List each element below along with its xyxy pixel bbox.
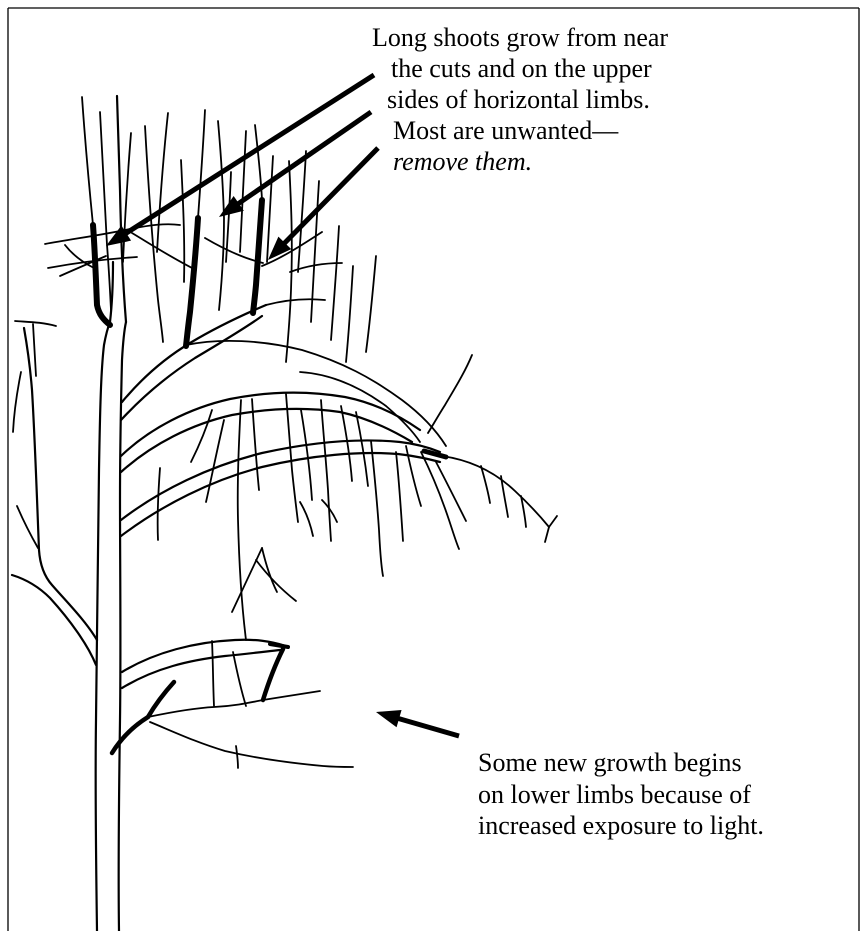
twig (286, 394, 298, 522)
twig (396, 452, 403, 541)
twig (13, 372, 21, 432)
limb-outline (122, 650, 280, 688)
twig (238, 400, 246, 640)
twig (212, 641, 214, 706)
twig (240, 131, 246, 252)
twig (266, 299, 325, 305)
twig (267, 156, 273, 262)
twig (205, 238, 263, 263)
twig (226, 172, 231, 262)
limb-outline (122, 305, 266, 402)
twig (406, 446, 421, 506)
arrow-shaft (125, 75, 374, 234)
tree-twigs (13, 97, 557, 768)
twig (311, 181, 319, 322)
unwanted-shoots (93, 200, 262, 346)
limb-outline (270, 644, 288, 647)
twig (82, 97, 93, 225)
twig (300, 502, 313, 536)
twig (158, 468, 160, 540)
limb-outline (122, 640, 286, 672)
trunk-outline (96, 322, 110, 931)
twig (60, 256, 106, 276)
twig (100, 112, 111, 310)
twig (198, 110, 205, 218)
twig (371, 441, 383, 576)
limb-outline (121, 453, 440, 536)
callout-arrow (268, 148, 378, 260)
twig (252, 399, 259, 490)
twig (145, 126, 163, 342)
twig (331, 226, 339, 340)
limb-outline (121, 440, 440, 520)
callout-arrows (106, 75, 459, 736)
twig (366, 256, 376, 352)
twig (442, 456, 549, 527)
frame (8, 8, 859, 931)
trunk-outline (119, 322, 126, 931)
arrow-head (106, 226, 131, 246)
trunk-outline (117, 96, 126, 322)
tree-trunk (96, 96, 126, 931)
twig (148, 691, 320, 717)
twig (157, 113, 168, 252)
twig (321, 400, 331, 541)
twig (15, 321, 56, 326)
twig (356, 412, 368, 486)
twig (191, 410, 212, 462)
twig (341, 406, 352, 481)
new-growth-branch (148, 682, 174, 717)
twig (132, 233, 196, 270)
tree-limbs (12, 305, 446, 688)
twig (123, 133, 131, 262)
twig (256, 560, 296, 601)
twig (206, 420, 224, 502)
twig (17, 506, 38, 548)
new-growth-branch (263, 649, 283, 700)
twig (233, 652, 246, 706)
arrow-head (376, 710, 402, 727)
twig (436, 462, 466, 521)
new-growth-branch (112, 717, 148, 753)
twig (428, 355, 472, 433)
twig (33, 324, 36, 376)
twig (301, 410, 312, 500)
callout-arrow (376, 710, 459, 736)
unwanted-shoot (186, 218, 198, 346)
arrow-shaft (397, 718, 459, 736)
twig (545, 527, 549, 542)
twig (236, 746, 238, 768)
limb-outline (24, 328, 97, 640)
twig (421, 452, 459, 549)
twig (549, 516, 557, 527)
twig (286, 161, 292, 362)
twig (150, 722, 353, 767)
twig (232, 548, 262, 612)
twig (346, 266, 353, 362)
twig (298, 151, 306, 272)
unwanted-shoot (253, 200, 262, 313)
